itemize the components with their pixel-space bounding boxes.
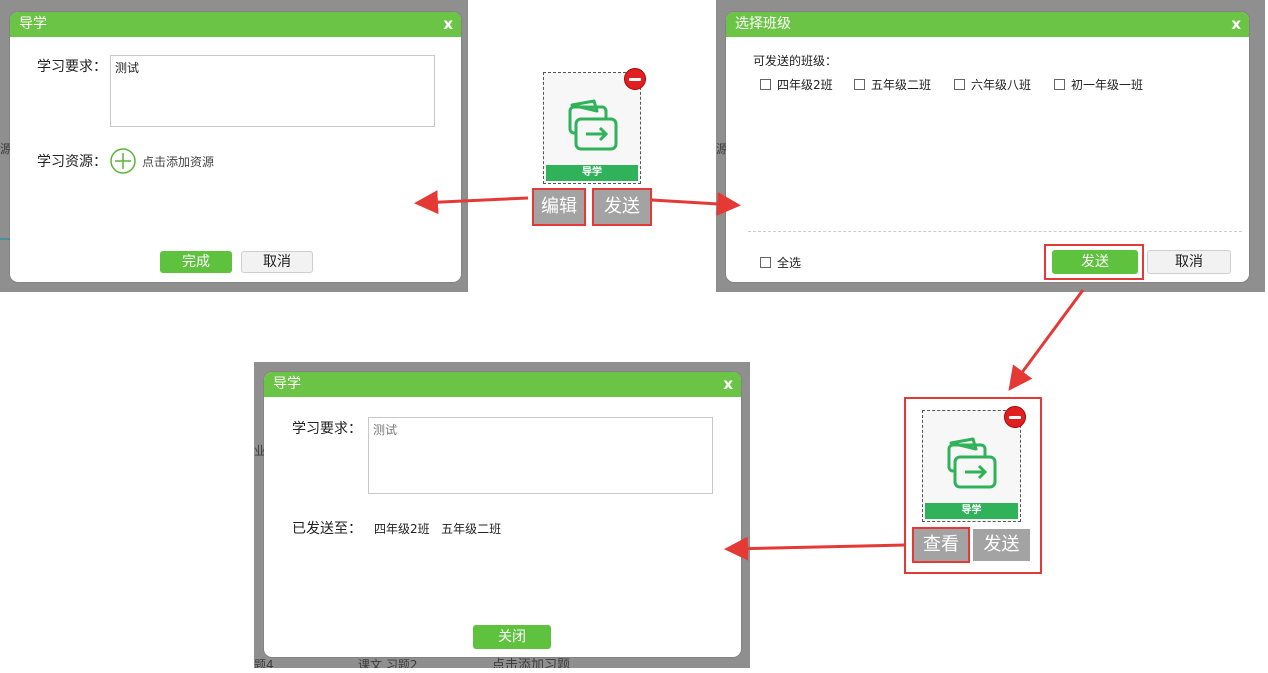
add-resource-icon[interactable] [110,148,136,174]
add-resource-link[interactable]: 点击添加资源 [142,155,215,169]
checkbox[interactable] [760,257,771,268]
background-fragment: 业 [254,444,267,458]
class-option[interactable]: 六年级八班 [954,76,1031,93]
checkbox[interactable] [760,79,771,90]
checkbox[interactable] [1054,79,1065,90]
class-option[interactable]: 初一年级一班 [1054,76,1143,93]
background-fragment: 题4 [254,658,274,668]
dialog-title: 导学 [264,372,741,397]
cancel-button[interactable]: 取消 [1147,250,1231,274]
view-button-highlight [912,527,970,563]
resource-card[interactable]: 导学 [543,72,641,184]
background-fragment: 课文 习题2 [358,658,418,668]
class-label: 五年级二班 [871,78,932,92]
select-class-dialog: 选择班级 x 可发送的班级： 四年级2班 五年级二班 六年级八班 初一年级一班 … [726,12,1249,282]
class-option[interactable]: 四年级2班 [760,76,833,93]
background-fragment: 源 [0,142,13,156]
send-button-highlight [1044,244,1144,280]
arrow-to-view-dialog [724,536,906,561]
requirement-label: 学习要求： [292,421,362,437]
class-label: 初一年级一班 [1071,78,1144,92]
send-button[interactable]: 发送 [973,529,1030,561]
checkbox[interactable] [954,79,965,90]
background-fragment: 点击添加习题 [492,658,571,668]
arrow-to-bottom-card [1008,289,1085,391]
done-button[interactable]: 完成 [160,251,232,273]
send-button-highlight [592,188,652,226]
available-classes-label: 可发送的班级： [753,54,838,68]
resource-label: 学习资源： [37,154,107,170]
dialog-title: 选择班级 [726,12,1249,37]
requirement-input: 测试 [368,417,713,494]
class-option[interactable]: 五年级二班 [854,76,931,93]
close-icon[interactable]: x [723,375,733,393]
card-highlight [904,397,1042,574]
card-footer-label: 导学 [546,165,638,181]
divider [748,231,1242,232]
edit-dialog: 导学 x 学习要求： 测试 学习资源： 点击添加资源 完成 取消 [10,12,461,282]
close-button[interactable]: 关闭 [473,625,551,649]
select-all-label: 全选 [777,256,802,270]
arrow-to-select-dialog [651,191,741,216]
arrow-to-edit-dialog [414,190,529,215]
class-label: 四年级2班 [777,78,833,92]
cancel-button[interactable]: 取消 [241,251,313,273]
requirement-input[interactable]: 测试 [110,55,435,127]
edit-button-highlight [532,188,586,226]
close-icon[interactable]: x [443,15,453,33]
card-footer-label: 导学 [925,503,1018,519]
close-icon[interactable]: x [1231,15,1241,33]
resource-card[interactable]: 导学 [922,410,1021,522]
select-all-option[interactable]: 全选 [760,254,801,271]
sent-to-value: 四年级2班 五年级二班 [374,522,502,536]
view-button[interactable]: 查看 [914,529,968,561]
edit-button[interactable]: 编辑 [534,190,584,224]
send-button[interactable]: 发送 [1052,250,1138,274]
folder-arrow-icon [564,95,622,153]
remove-icon[interactable] [624,68,646,90]
requirement-label: 学习要求： [37,59,107,75]
folder-arrow-icon [943,433,1001,491]
send-button[interactable]: 发送 [594,190,650,224]
background-fragment: 源 [716,142,729,156]
sent-to-label: 已发送至： [292,521,362,537]
class-label: 六年级八班 [971,78,1032,92]
checkbox[interactable] [854,79,865,90]
dialog-title: 导学 [10,12,461,37]
remove-icon[interactable] [1004,406,1026,428]
view-dialog: 导学 x 学习要求： 测试 已发送至： 四年级2班 五年级二班 关闭 [264,372,741,657]
